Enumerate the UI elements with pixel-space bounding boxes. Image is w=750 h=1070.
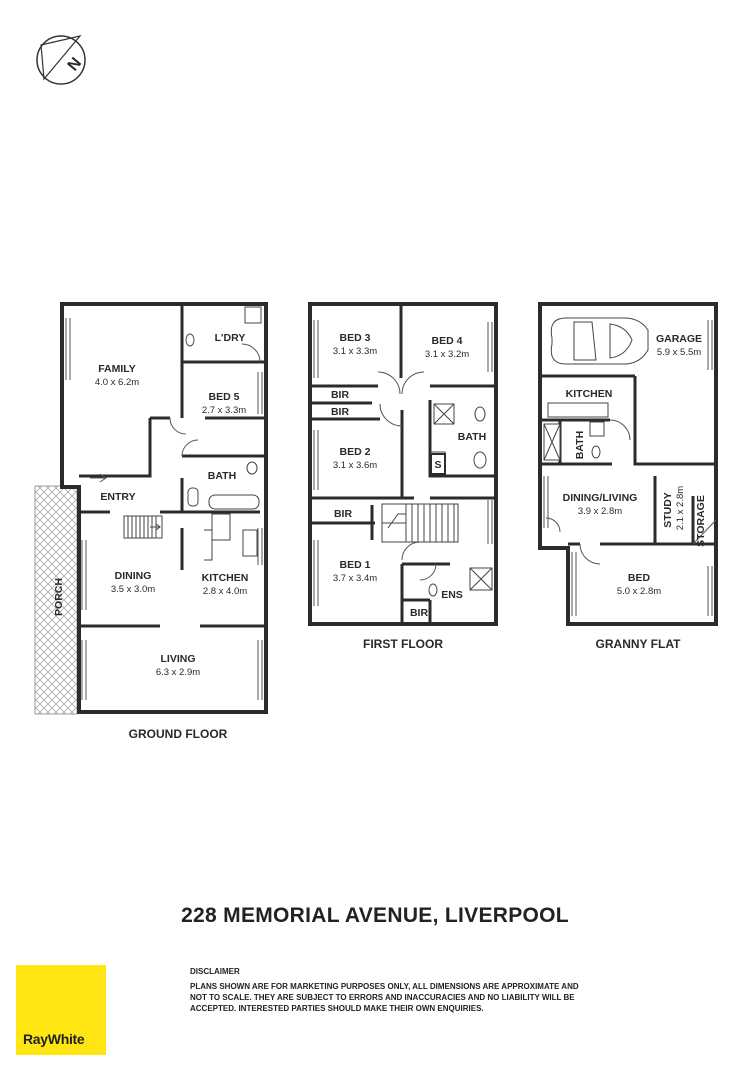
ff-bed2-dims: 3.1 x 3.6m bbox=[333, 460, 377, 471]
gf-porch-name: PORCH bbox=[53, 578, 65, 616]
gf-bed5-dims: 2.7 x 3.3m bbox=[202, 405, 246, 416]
porch-area bbox=[34, 485, 78, 715]
gf2-dining-living-dims: 3.9 x 2.8m bbox=[578, 506, 622, 517]
ff-bed4-name: BED 4 bbox=[432, 335, 463, 347]
gf2-storage-name: STORAGE bbox=[695, 495, 707, 547]
gf2-study-dims: 2.1 x 2.8m bbox=[675, 486, 686, 530]
ff-shelf-name: S bbox=[434, 459, 441, 471]
granny-flat-label: GRANNY FLAT bbox=[596, 637, 682, 651]
ff-bed1-name: BED 1 bbox=[340, 559, 371, 571]
ff-bir-d-name: BIR bbox=[410, 607, 429, 619]
disclaimer-line: ACCEPTED. INTERESTED PARTIES SHOULD MAKE… bbox=[190, 1004, 484, 1013]
raywhite-logo: RayWhite bbox=[16, 965, 106, 1055]
gf2-dining-living-name: DINING/LIVING bbox=[563, 492, 638, 504]
ground-floor-plan: FAMILY 4.0 x 6.2m L'DRY BED 5 2.7 x 3.3m… bbox=[34, 302, 268, 741]
gf-bath-name: BATH bbox=[208, 470, 236, 482]
gf-dining-dims: 3.5 x 3.0m bbox=[111, 584, 155, 595]
ff-bir-b-name: BIR bbox=[331, 406, 350, 418]
gf-dining-name: DINING bbox=[115, 570, 152, 582]
ff-bed3-dims: 3.1 x 3.3m bbox=[333, 346, 377, 357]
ff-bed3-name: BED 3 bbox=[340, 332, 371, 344]
gf-kitchen-dims: 2.8 x 4.0m bbox=[203, 586, 247, 597]
ff-bath-name: BATH bbox=[458, 431, 486, 443]
gf-living-name: LIVING bbox=[160, 653, 195, 665]
ff-bir-c-name: BIR bbox=[334, 508, 353, 520]
gf-bed5-name: BED 5 bbox=[209, 391, 240, 403]
gf-family-dims: 4.0 x 6.2m bbox=[95, 377, 139, 388]
first-floor-label: FIRST FLOOR bbox=[363, 637, 443, 651]
gf2-garage-dims: 5.9 x 5.5m bbox=[657, 347, 701, 358]
brand-name: RayWhite bbox=[23, 1031, 85, 1047]
car-icon bbox=[550, 317, 649, 365]
gf-family-name: FAMILY bbox=[98, 363, 136, 375]
ground-floor-label: GROUND FLOOR bbox=[129, 727, 228, 741]
gf2-garage-name: GARAGE bbox=[656, 333, 702, 345]
first-floor-plan: BED 3 3.1 x 3.3m BED 4 3.1 x 3.2m BIR BI… bbox=[308, 302, 498, 651]
ff-bir-a-name: BIR bbox=[331, 389, 350, 401]
gf2-bed-name: BED bbox=[628, 572, 651, 584]
gf-living-dims: 6.3 x 2.9m bbox=[156, 667, 200, 678]
compass-icon: N bbox=[36, 35, 86, 85]
gf2-bed-dims: 5.0 x 2.8m bbox=[617, 586, 661, 597]
gf2-kitchen-name: KITCHEN bbox=[566, 388, 613, 400]
ff-bed2-name: BED 2 bbox=[340, 446, 371, 458]
gf2-bath-name: BATH bbox=[574, 431, 586, 459]
ff-bed1-dims: 3.7 x 3.4m bbox=[333, 573, 377, 584]
gf-entry-name: ENTRY bbox=[100, 491, 135, 503]
disclaimer-line: NOT TO SCALE. THEY ARE SUBJECT TO ERRORS… bbox=[190, 993, 575, 1002]
ff-ens-name: ENS bbox=[441, 589, 463, 601]
gf2-study-name: STUDY bbox=[662, 492, 674, 528]
disclaimer: DISCLAIMER PLANS SHOWN ARE FOR MARKETING… bbox=[190, 966, 630, 1014]
granny-flat-plan: GARAGE 5.9 x 5.5m KITCHEN BATH DINING/LI… bbox=[538, 302, 718, 651]
disclaimer-line: PLANS SHOWN ARE FOR MARKETING PURPOSES O… bbox=[190, 982, 579, 991]
disclaimer-title: DISCLAIMER bbox=[190, 967, 240, 976]
property-address: 228 MEMORIAL AVENUE, LIVERPOOL bbox=[181, 904, 569, 927]
gf-kitchen-name: KITCHEN bbox=[202, 572, 249, 584]
ff-bed4-dims: 3.1 x 3.2m bbox=[425, 349, 469, 360]
gf-laundry-name: L'DRY bbox=[215, 332, 246, 344]
